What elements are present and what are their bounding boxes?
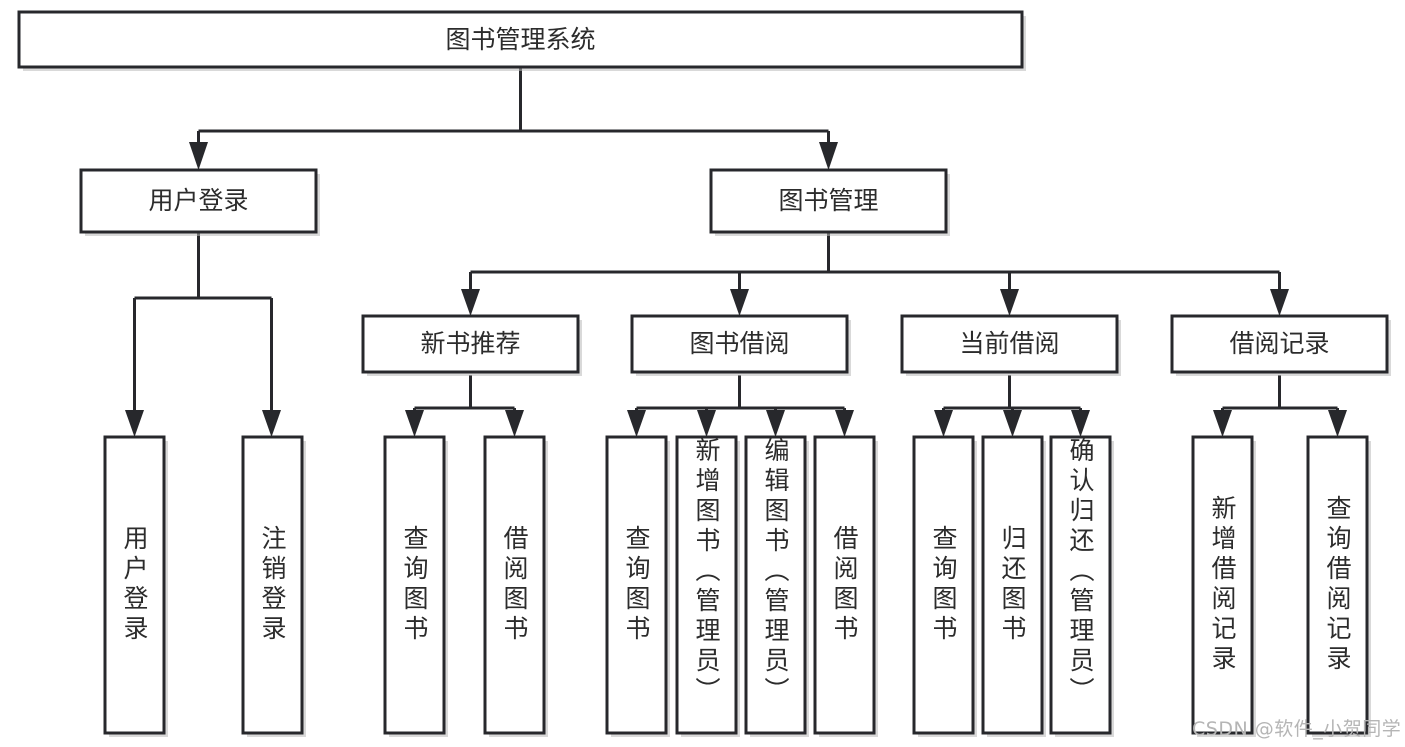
connector-borrowrecord-to-leaves — [1213, 375, 1347, 437]
node-box — [900, 314, 1119, 374]
node-box — [813, 435, 876, 735]
arrow-head-icon — [189, 142, 208, 170]
node-box — [630, 314, 849, 374]
leaf-node-logout[interactable] — [241, 435, 306, 737]
leaf-node-add-borrow-record[interactable] — [1191, 435, 1256, 737]
node-current-borrow[interactable]: 当前借阅 — [900, 314, 1121, 376]
node-box — [361, 314, 580, 374]
node-box — [103, 435, 166, 735]
arrow-head-icon — [1071, 410, 1090, 437]
arrow-head-icon — [819, 142, 838, 170]
node-box — [675, 435, 738, 735]
node-box — [17, 10, 1024, 69]
leaf-node-borrow-book-newbook[interactable] — [483, 435, 548, 737]
node-box — [1170, 314, 1389, 374]
node-box — [744, 435, 807, 735]
arrow-head-icon — [934, 410, 953, 437]
node-box — [912, 435, 975, 735]
arrow-head-icon — [1213, 410, 1232, 437]
arrow-head-icon — [1270, 289, 1289, 316]
arrow-head-icon — [1328, 410, 1347, 437]
arrow-head-icon — [505, 410, 524, 437]
node-label-user-login: 用户登录 — [148, 186, 248, 215]
leaf-node-add-book-admin[interactable] — [675, 435, 740, 737]
leaf-node-query-book-current[interactable] — [912, 435, 977, 737]
node-box — [79, 168, 318, 234]
node-label-new-book-recommend: 新书推荐 — [420, 329, 520, 358]
arrow-head-icon — [1003, 410, 1022, 437]
connector-bookborrow-to-leaves — [627, 375, 854, 437]
node-box — [709, 168, 948, 234]
leaf-node-confirm-return-admin[interactable] — [1049, 435, 1114, 737]
node-label-borrow-record: 借阅记录 — [1229, 329, 1329, 358]
node-box — [241, 435, 304, 735]
node-box — [1191, 435, 1254, 735]
node-box — [981, 435, 1044, 735]
node-new-book-recommend[interactable]: 新书推荐 — [361, 314, 582, 376]
leaf-node-query-borrow-record[interactable] — [1306, 435, 1371, 737]
connector-bookmgmt-to-level3 — [461, 232, 1289, 316]
node-user-login[interactable]: 用户登录 — [79, 168, 320, 236]
arrow-head-icon — [125, 410, 144, 437]
arrow-head-icon — [766, 410, 785, 437]
arrow-head-icon — [730, 289, 749, 316]
connector-newbook-to-leaves — [405, 375, 524, 437]
node-box — [483, 435, 546, 735]
node-label-book-borrow: 图书借阅 — [689, 329, 789, 358]
arrow-head-icon — [405, 410, 424, 437]
leaf-node-query-book-borrow[interactable] — [605, 435, 670, 737]
watermark-text: CSDN @软件_小贺同学 — [1192, 718, 1402, 740]
node-box — [383, 435, 446, 735]
leaf-node-edit-book-admin[interactable] — [744, 435, 809, 737]
connector-currentborrow-to-leaves — [934, 375, 1090, 437]
arrow-head-icon — [1000, 289, 1019, 316]
node-box — [1306, 435, 1369, 735]
leaf-node-borrow-book[interactable] — [813, 435, 878, 737]
node-label-book-management: 图书管理 — [778, 186, 878, 215]
node-borrow-record[interactable]: 借阅记录 — [1170, 314, 1391, 376]
node-label-current-borrow: 当前借阅 — [959, 329, 1059, 358]
node-label-root: 图书管理系统 — [445, 25, 595, 54]
arrow-head-icon — [835, 410, 854, 437]
leaf-node-return-book[interactable] — [981, 435, 1046, 737]
node-box — [605, 435, 668, 735]
node-book-borrow[interactable]: 图书借阅 — [630, 314, 851, 376]
node-root[interactable]: 图书管理系统 — [17, 10, 1026, 71]
arrow-head-icon — [627, 410, 646, 437]
node-book-management[interactable]: 图书管理 — [709, 168, 950, 236]
node-box — [1049, 435, 1112, 735]
arrow-head-icon — [697, 410, 716, 437]
arrow-head-icon — [461, 289, 480, 316]
connector-root-to-level2 — [189, 67, 838, 170]
leaf-node-query-book-newbook[interactable] — [383, 435, 448, 737]
connector-userlogin-to-leaves — [125, 232, 281, 437]
arrow-head-icon — [262, 410, 281, 437]
leaf-node-user-login[interactable] — [103, 435, 168, 737]
